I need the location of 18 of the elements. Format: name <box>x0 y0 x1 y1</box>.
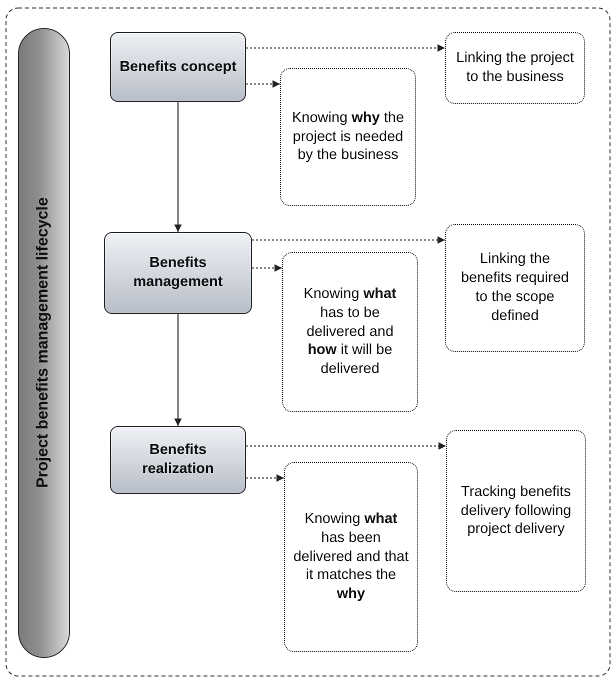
arrow <box>246 474 284 482</box>
arrow <box>252 264 282 272</box>
arrow <box>174 102 182 232</box>
note-box: Knowing why the project is needed by the business <box>280 68 416 206</box>
note-box: Linking the project to the business <box>445 32 585 104</box>
stage-box: Benefits concept <box>110 32 246 102</box>
stage-box: Benefits management <box>104 232 252 314</box>
note-box: Knowing what has to be delivered and how it will be delivered <box>282 252 418 412</box>
arrow <box>246 44 445 52</box>
note-box: Tracking benefits delivery following project delivery <box>446 430 586 592</box>
arrow <box>174 314 182 426</box>
note-box: Linking the benefits required to the scope defined <box>445 224 585 352</box>
stage-box: Benefits realization <box>110 426 246 494</box>
lifecycle-bar: Project benefits management lifecycle <box>18 28 70 658</box>
note-box: Knowing what has been delivered and that it matches the why <box>284 462 418 652</box>
arrow <box>246 442 446 450</box>
arrow <box>252 236 445 244</box>
arrow <box>246 80 280 88</box>
